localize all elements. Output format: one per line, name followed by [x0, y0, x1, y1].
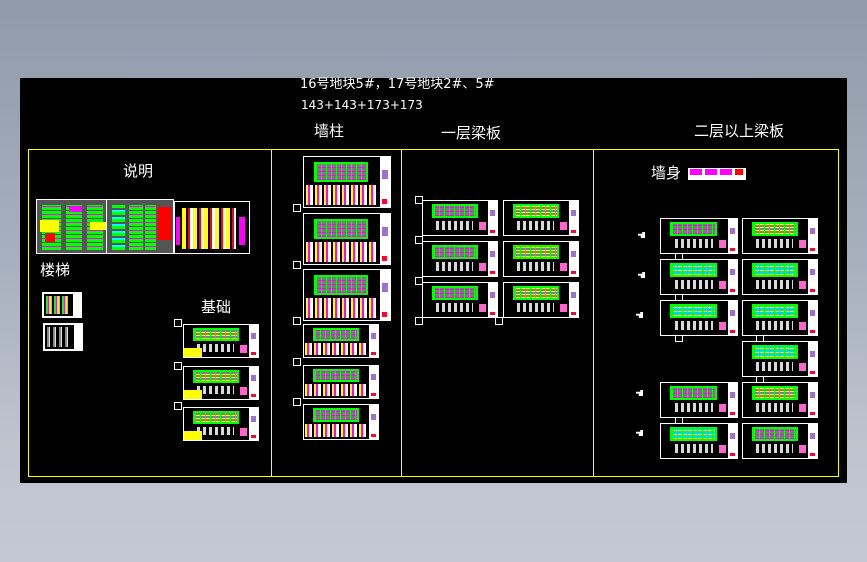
frame-divider [593, 149, 594, 477]
floor-label-mark [638, 232, 645, 238]
foundation-sheet[interactable] [183, 324, 259, 358]
foundation-sheet[interactable] [183, 366, 259, 400]
sheet-tab [415, 277, 423, 285]
frame-divider [401, 149, 402, 477]
floor-label-mark [636, 390, 643, 396]
design-notes-sheet[interactable] [174, 201, 250, 254]
section-title-explanation: 说明 [123, 162, 154, 180]
wall-column-sheet[interactable] [303, 404, 379, 440]
first-floor-beam-sheet[interactable] [422, 241, 498, 277]
wall-column-sheet[interactable] [303, 269, 391, 321]
sheet-tab [293, 398, 301, 406]
wall-column-sheet[interactable] [303, 365, 379, 399]
stair-section-sheet[interactable] [43, 323, 83, 351]
first-floor-beam-sheet[interactable] [503, 200, 579, 236]
sheet-tab [174, 362, 182, 370]
section-title-wall-column: 墙柱 [314, 122, 345, 140]
upper-floor-beam-sheet[interactable] [742, 382, 818, 418]
sheet-tab [293, 204, 301, 212]
cad-drawing-canvas[interactable]: 16号地块5#，17号地块2#、5# 143+143+173+173 墙柱 一层… [20, 78, 847, 483]
section-title-upper-floors: 二层以上梁板 [694, 122, 785, 140]
sheet-tab [293, 317, 301, 325]
sheet-tab [174, 319, 182, 327]
first-floor-beam-sheet[interactable] [503, 282, 579, 318]
section-title-foundation: 基础 [201, 298, 232, 316]
stair-plan-sheet[interactable] [42, 292, 82, 318]
section-title-stairs: 楼梯 [40, 261, 71, 279]
floor-label-mark [636, 430, 643, 436]
sheet-tab [293, 261, 301, 269]
project-title: 16号地块5#，17号地块2#、5# [300, 77, 495, 92]
wall-column-sheet[interactable] [303, 213, 391, 265]
upper-floor-beam-sheet[interactable] [742, 259, 818, 295]
upper-floor-beam-sheet[interactable] [660, 300, 738, 336]
wall-section-detail[interactable] [688, 168, 746, 180]
upper-floor-beam-sheet[interactable] [660, 218, 738, 254]
first-floor-beam-sheet[interactable] [422, 282, 498, 318]
floor-label-mark [638, 272, 645, 278]
upper-floor-beam-sheet[interactable] [660, 423, 738, 459]
sheet-tab [415, 236, 423, 244]
upper-floor-beam-sheet[interactable] [660, 382, 738, 418]
sheet-tab [174, 402, 182, 410]
floor-label-mark [636, 312, 643, 318]
wall-column-sheet[interactable] [303, 324, 379, 358]
section-title-wall-body: 墙身 [651, 164, 682, 182]
foundation-sheet[interactable] [183, 407, 259, 441]
design-notes-sheet[interactable] [106, 199, 174, 254]
frame-divider [271, 149, 272, 477]
upper-floor-beam-sheet[interactable] [742, 300, 818, 336]
drawing-frame [28, 149, 839, 477]
upper-floor-beam-sheet[interactable] [742, 218, 818, 254]
unit-count-formula: 143+143+173+173 [301, 98, 423, 112]
first-floor-beam-sheet[interactable] [503, 241, 579, 277]
wall-column-sheet[interactable] [303, 156, 391, 208]
upper-floor-beam-sheet[interactable] [742, 341, 818, 377]
section-title-first-floor: 一层梁板 [441, 124, 502, 142]
upper-floor-beam-sheet[interactable] [660, 259, 738, 295]
upper-floor-beam-sheet[interactable] [742, 423, 818, 459]
sheet-tab [293, 358, 301, 366]
first-floor-beam-sheet[interactable] [422, 200, 498, 236]
sheet-tab [495, 317, 503, 325]
sheet-tab [415, 317, 423, 325]
